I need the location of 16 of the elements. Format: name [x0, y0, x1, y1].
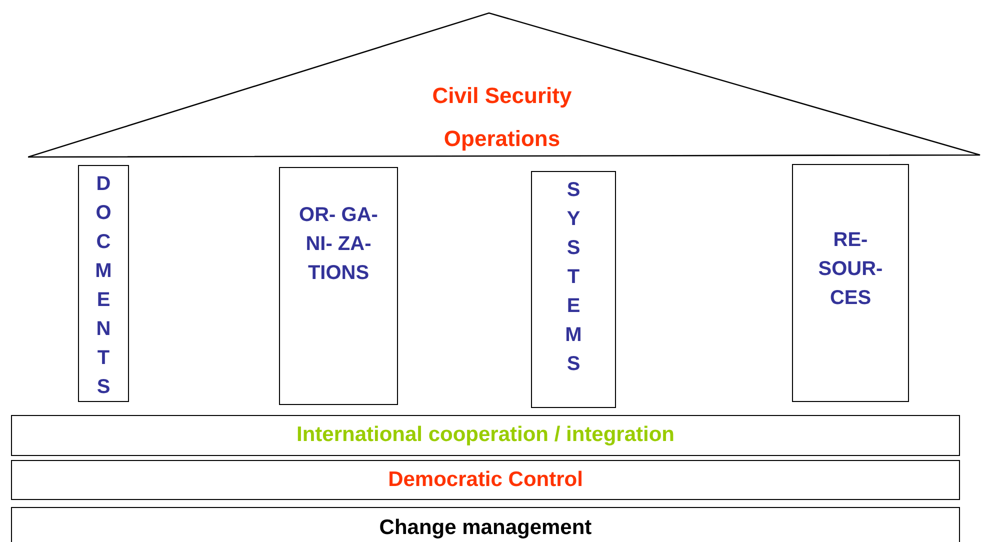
pillar-label: OR- GA- NI- ZA- TIONS: [298, 203, 379, 286]
foundation-band: [11, 415, 960, 456]
pillar-label: DOCMENTS: [94, 172, 113, 400]
roof-shape: [28, 12, 981, 158]
band-label: Democratic Control: [387, 467, 584, 493]
pillar-label: SYSTEMS: [564, 178, 583, 377]
band-label: International cooperation / integration: [295, 422, 676, 448]
foundation-band: [11, 507, 960, 542]
pillar-label: RE- SOUR- CES: [817, 228, 884, 311]
band-label: Change management: [378, 515, 593, 541]
roof-title: Civil Security Operations: [431, 82, 573, 153]
pillar-box: [279, 167, 398, 405]
foundation-band: [11, 460, 960, 500]
pillar-box: [792, 164, 909, 402]
pillar-box: [78, 165, 129, 402]
pillar-box: [531, 171, 616, 408]
